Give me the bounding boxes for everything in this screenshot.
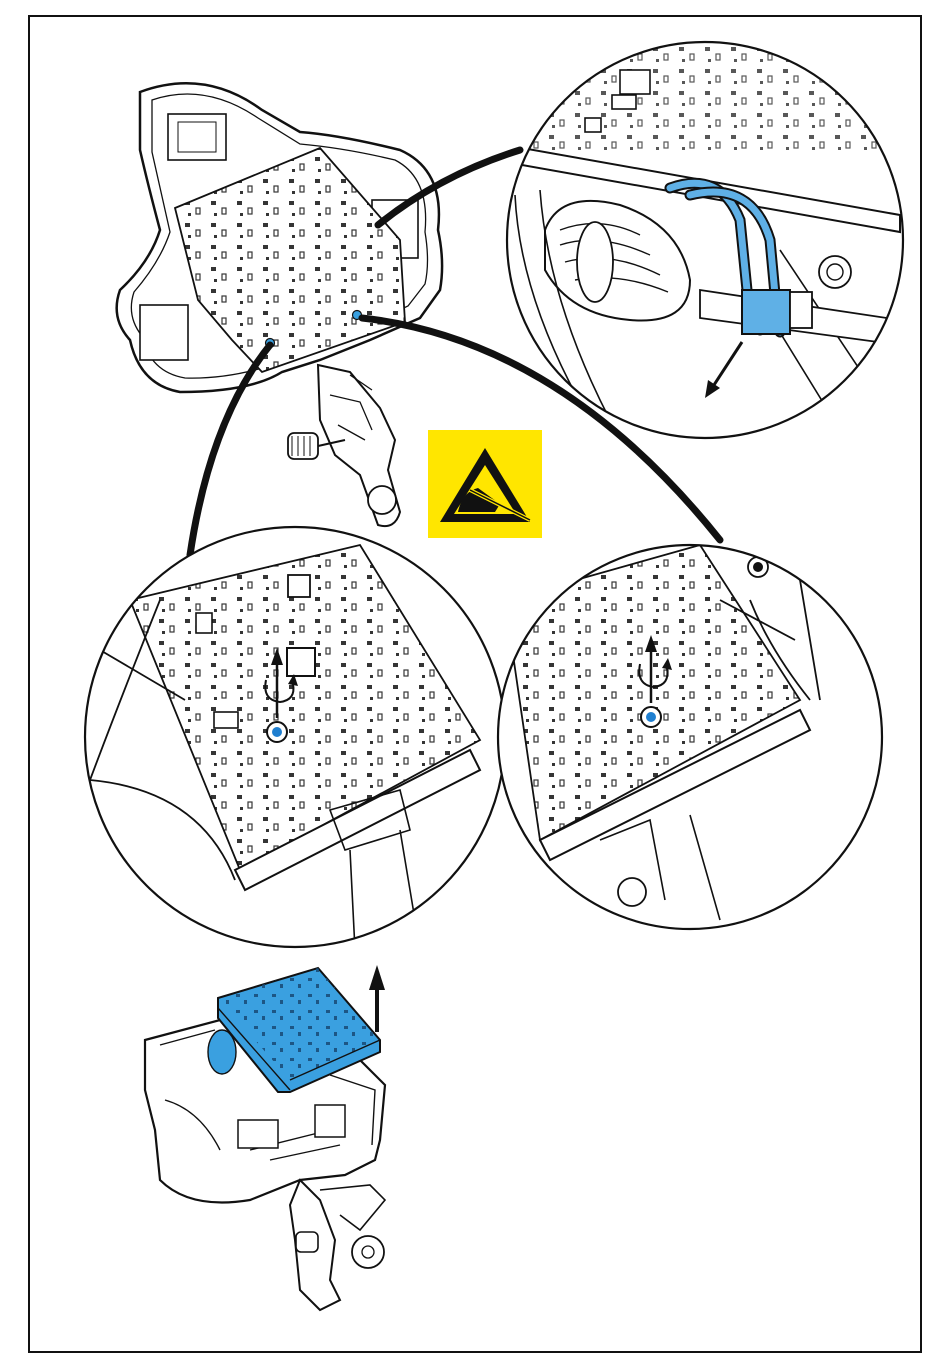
stand-wheel xyxy=(368,486,396,514)
esd-warning-icon xyxy=(428,430,542,538)
transformer-left xyxy=(140,305,188,360)
stand-knob xyxy=(296,1232,318,1252)
board-removal-view xyxy=(145,965,385,1310)
detail-screw-left xyxy=(85,527,505,950)
detail-screw-right xyxy=(498,540,882,929)
cable-connector xyxy=(742,290,790,334)
detail-cable-connector xyxy=(505,40,905,438)
overview-device xyxy=(117,83,442,526)
transformer-top xyxy=(168,114,226,160)
